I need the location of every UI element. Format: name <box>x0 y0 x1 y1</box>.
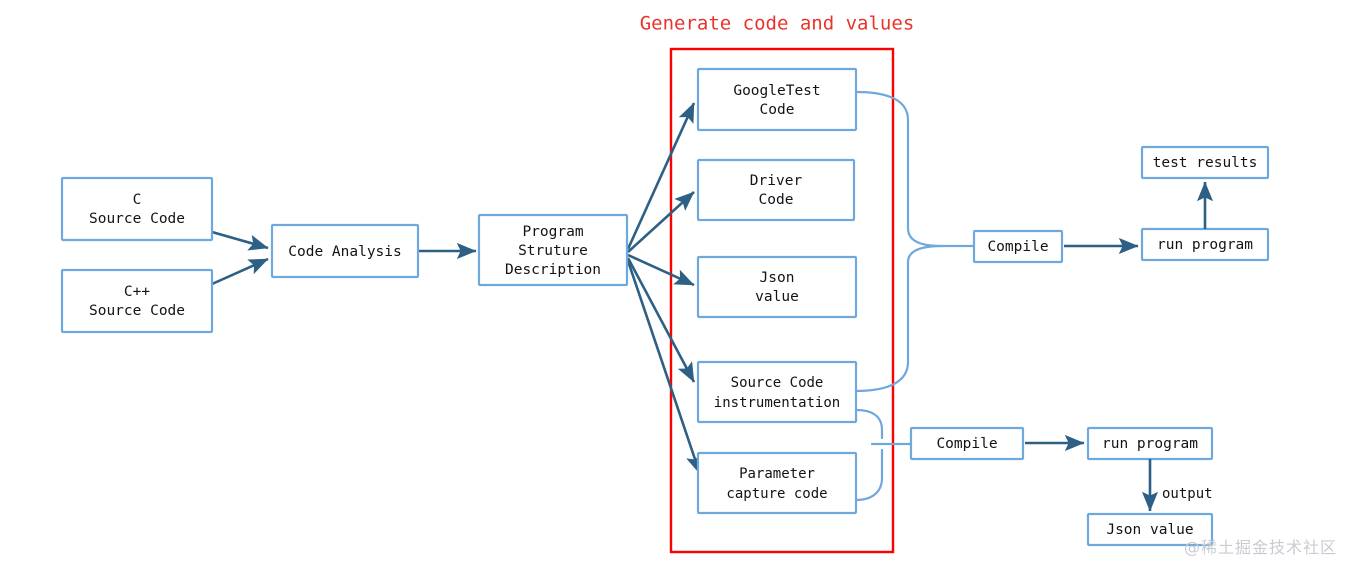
node-json-value-generated-line1: Json <box>760 270 795 286</box>
node-run-program-top-label: run program <box>1157 237 1253 253</box>
node-json-value-generated[interactable] <box>696 255 858 319</box>
node-c-source-code-line2: Source Code <box>89 211 185 227</box>
node-compile-bottom[interactable] <box>909 426 1025 461</box>
node-parameter-capture-code[interactable] <box>696 451 858 515</box>
node-c-source-code[interactable] <box>60 176 214 242</box>
watermark: @稀土掘金技术社区 <box>1183 538 1337 557</box>
node-driver-code-line1: Driver <box>750 173 803 189</box>
arrow-c-source-to-code-analysis <box>211 230 269 251</box>
node-json-value-generated-line2: value <box>755 289 799 305</box>
node-cpp-source-code[interactable] <box>60 268 214 334</box>
node-driver-code[interactable] <box>696 158 856 222</box>
node-parameter-capture-code-line1: Parameter <box>739 466 815 482</box>
connector-source-instrumentation-to-compile-bottom <box>854 408 884 440</box>
node-source-code-instrumentation-line1: Source Code <box>731 375 824 391</box>
node-compile-bottom-label: Compile <box>936 436 997 452</box>
node-driver-code-line2: Code <box>759 192 794 208</box>
arrow-cpp-source-to-code-analysis <box>211 257 269 286</box>
generate-code-group-title: Generate code and values <box>640 13 915 35</box>
node-compile-top-label: Compile <box>987 239 1048 255</box>
arrow-program-structure-to-json-value <box>627 253 695 287</box>
node-source-code-instrumentation-line2: instrumentation <box>714 395 840 411</box>
arrow-program-structure-to-driver <box>627 191 695 253</box>
node-run-program-bottom-label: run program <box>1102 436 1198 452</box>
node-json-value-output[interactable] <box>1086 512 1214 547</box>
connector-source-instrumentation-to-compile-top <box>854 244 944 393</box>
node-googletest-code-line2: Code <box>760 102 795 118</box>
node-code-analysis[interactable] <box>270 223 420 279</box>
node-test-results-label: test results <box>1153 155 1258 171</box>
edge-label-output: output <box>1162 486 1213 502</box>
arrow-program-structure-to-googletest <box>626 102 696 250</box>
node-json-value-output-label: Json value <box>1106 522 1193 538</box>
node-compile-top[interactable] <box>972 229 1064 264</box>
node-googletest-code[interactable] <box>696 67 858 132</box>
node-test-results[interactable] <box>1140 145 1270 180</box>
generate-code-group-box <box>669 47 895 554</box>
node-program-structure-line2: Struture <box>518 243 588 259</box>
arrow-program-structure-to-source-instrumentation <box>626 257 696 383</box>
node-cpp-source-code-line2: Source Code <box>89 303 185 319</box>
node-googletest-code-line1: GoogleTest <box>733 83 820 99</box>
node-code-analysis-label: Code Analysis <box>288 244 402 260</box>
arrow-program-structure-to-parameter-capture <box>626 260 702 475</box>
connector-googletest-to-compile-top <box>854 90 944 248</box>
node-program-structure-line1: Program <box>522 224 583 240</box>
node-c-source-code-line1: C <box>133 192 142 208</box>
node-parameter-capture-code-line2: capture code <box>726 486 827 502</box>
node-source-code-instrumentation[interactable] <box>696 360 858 424</box>
connector-parameter-capture-to-compile-bottom <box>854 448 884 502</box>
node-program-structure-description[interactable] <box>477 213 629 287</box>
node-cpp-source-code-line1: C++ <box>124 284 150 300</box>
node-program-structure-line3: Description <box>505 262 601 278</box>
